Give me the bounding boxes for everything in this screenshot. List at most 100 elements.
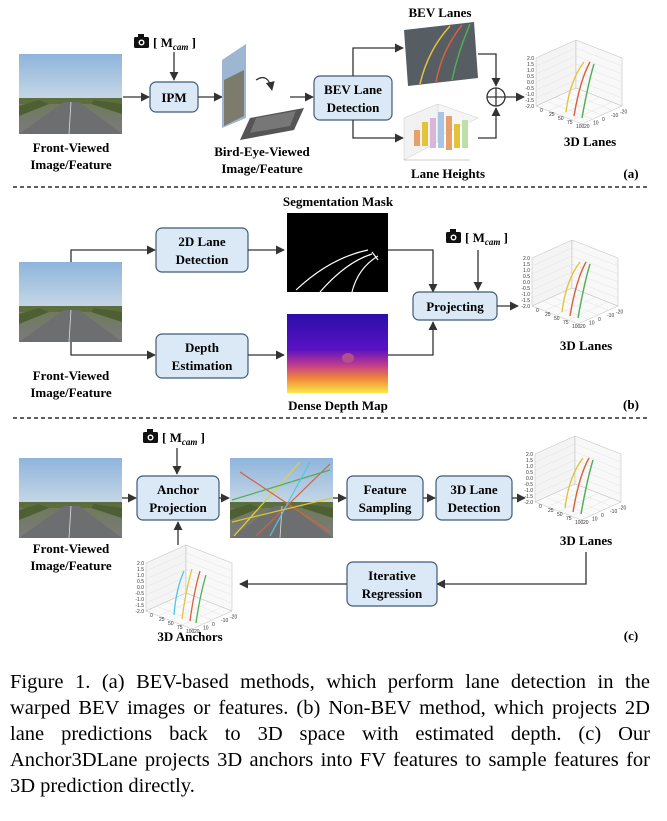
y-tick-label: 25 xyxy=(548,508,554,514)
z-tick-label: 0.5 xyxy=(526,470,533,476)
x-tick-label: 20 xyxy=(580,324,586,330)
z-tick-label: 2.0 xyxy=(137,561,144,567)
z-tick-label: 0.5 xyxy=(523,274,530,280)
camera-close-c: ] xyxy=(197,430,205,445)
depth-map-image xyxy=(287,314,388,393)
y-tick-label: 50 xyxy=(557,512,563,518)
figure-caption: Figure 1. (a) BEV-based methods, which p… xyxy=(10,671,650,797)
x-tick-label: -20 xyxy=(620,110,627,116)
input-label-a-line1: Front-Viewed xyxy=(33,140,110,155)
z-tick-label: -1.5 xyxy=(521,298,530,304)
anchor-proj-line2: Projection xyxy=(149,500,207,515)
z-tick-label: -2.0 xyxy=(135,609,144,615)
bev-detect-line1: BEV Lane xyxy=(324,82,382,97)
anchors-plot xyxy=(145,544,233,630)
y-tick-label: 75 xyxy=(177,625,183,631)
z-tick-label: 0.0 xyxy=(526,476,533,482)
depth-estimation-box xyxy=(155,333,249,379)
camera-icon xyxy=(143,429,158,443)
z-tick-label: -1.5 xyxy=(524,494,533,500)
z-tick-label: 1.5 xyxy=(523,262,530,268)
x-tick-label: 10 xyxy=(592,516,598,522)
x-tick-label: 0 xyxy=(601,513,604,519)
y-tick-label: 25 xyxy=(159,617,165,623)
x-tick-label: 10 xyxy=(593,120,599,126)
camera-matrix-a: [ M xyxy=(153,35,173,50)
y-tick-label: 0 xyxy=(536,308,539,314)
lane3d-line1: 3D Lane xyxy=(450,482,498,497)
projecting-label: Projecting xyxy=(426,299,484,314)
y-tick-label: 0 xyxy=(539,504,542,510)
output-plot-b xyxy=(531,239,619,325)
output-plot-a xyxy=(535,39,623,125)
lane3d-line2: Detection xyxy=(448,500,501,515)
z-tick-label: 1.5 xyxy=(527,62,534,68)
z-tick-label: 0.0 xyxy=(137,585,144,591)
camera-sub-c: cam xyxy=(182,437,198,447)
x-tick-label: -20 xyxy=(616,310,623,316)
bev-image-stack xyxy=(222,44,304,140)
seg-mask-title: Segmentation Mask xyxy=(283,194,394,209)
x-tick-label: -20 xyxy=(230,615,237,621)
input-label-c-line2: Image/Feature xyxy=(30,558,112,573)
z-tick-label: 1.5 xyxy=(526,458,533,464)
depth-map-title: Dense Depth Map xyxy=(288,398,388,413)
z-tick-label: -1.0 xyxy=(135,597,144,603)
y-tick-label: 100 xyxy=(186,629,195,635)
z-tick-label: 1.0 xyxy=(526,464,533,470)
x-tick-label: 20 xyxy=(583,520,589,526)
x-tick-label: 0 xyxy=(598,317,601,323)
x-tick-label: 20 xyxy=(584,124,590,130)
output-plot-c xyxy=(534,435,622,521)
x-tick-label: -10 xyxy=(610,509,617,515)
bev-detect-line2: Detection xyxy=(327,100,380,115)
z-tick-label: -1.5 xyxy=(135,603,144,609)
iterative-line1: Iterative xyxy=(368,568,416,583)
projected-anchors-image xyxy=(229,457,334,539)
camera-close-b: ] xyxy=(500,230,508,245)
x-tick-label: 0 xyxy=(602,117,605,123)
y-tick-label: 0 xyxy=(540,108,543,114)
z-tick-label: -1.5 xyxy=(525,98,534,104)
camera-sub-a: cam xyxy=(173,42,189,52)
iterative-line2: Regression xyxy=(362,586,423,601)
y-tick-label: 50 xyxy=(558,116,564,122)
bev-label-line1: Bird-Eye-Viewed xyxy=(214,144,310,159)
svg-text:[ Mcam ]: [ Mcam ] xyxy=(153,35,196,52)
x-tick-label: 0 xyxy=(212,622,215,628)
lane2d-line2: Detection xyxy=(176,252,229,267)
x-tick-label: -10 xyxy=(221,618,228,624)
depth-line1: Depth xyxy=(185,340,220,355)
panel-b: Front-Viewed Image/Feature 2D Lane Detec… xyxy=(18,194,639,413)
panel-tag-b: (b) xyxy=(623,397,639,412)
z-tick-label: 2.0 xyxy=(526,452,533,458)
bev-label-line2: Image/Feature xyxy=(221,161,303,176)
camera-sub-b: cam xyxy=(485,237,501,247)
lane2d-line1: 2D Lane xyxy=(178,234,226,249)
z-tick-label: 1.0 xyxy=(523,268,530,274)
front-view-image-a xyxy=(18,53,123,135)
z-tick-label: 1.5 xyxy=(137,567,144,573)
z-tick-label: -0.5 xyxy=(135,591,144,597)
bev-lanes-title: BEV Lanes xyxy=(409,5,472,20)
z-tick-label: -1.0 xyxy=(521,292,530,298)
svg-text:[ Mcam ]: [ Mcam ] xyxy=(465,230,508,247)
x-tick-label: 10 xyxy=(589,320,595,326)
front-view-image-c xyxy=(18,457,123,539)
input-label-b-line2: Image/Feature xyxy=(30,385,112,400)
z-tick-label: 2.0 xyxy=(523,256,530,262)
panel-tag-c: (c) xyxy=(624,628,638,643)
x-tick-label: -20 xyxy=(619,506,626,512)
x-tick-label: -10 xyxy=(611,113,618,119)
figure-diagram: Front-Viewed Image/Feature [ Mcam ] IPM … xyxy=(13,5,650,644)
y-tick-label: 100 xyxy=(575,520,584,526)
y-tick-label: 50 xyxy=(554,316,560,322)
z-tick-label: 0.5 xyxy=(137,579,144,585)
feat-samp-line1: Feature xyxy=(363,482,406,497)
y-tick-label: 75 xyxy=(563,320,569,326)
input-label-c-line1: Front-Viewed xyxy=(33,541,110,556)
y-tick-label: 25 xyxy=(545,312,551,318)
y-tick-label: 100 xyxy=(572,324,581,330)
y-tick-label: 75 xyxy=(567,120,573,126)
segmentation-mask-image xyxy=(287,213,388,293)
